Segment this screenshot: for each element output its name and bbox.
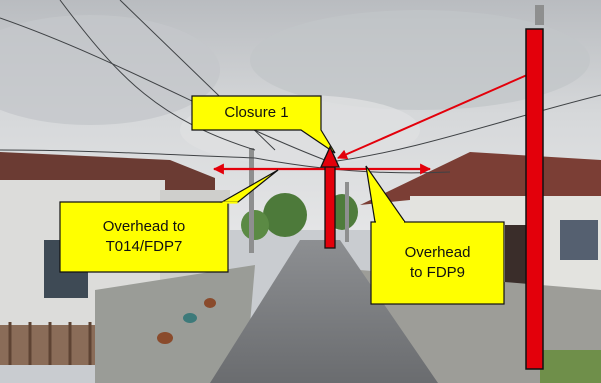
overhead-left-callout-shape — [59, 169, 279, 273]
pole — [535, 5, 544, 25]
left-yard — [95, 265, 255, 383]
tree — [241, 210, 269, 240]
closure-callout-shape — [191, 95, 336, 154]
overhead-right-callout-shape — [370, 221, 505, 305]
closure-marker-icon — [319, 145, 341, 168]
potted-plant — [157, 332, 173, 344]
pole-to-closure-arrow — [337, 74, 528, 159]
left-fence — [0, 325, 95, 365]
right-house-window — [560, 220, 598, 260]
right-lawn — [540, 350, 601, 383]
pole-marker-right — [525, 28, 544, 370]
road — [210, 240, 438, 383]
pole — [345, 182, 349, 242]
cloud — [0, 15, 220, 125]
overhead-right-pointer — [365, 165, 407, 223]
overhead-left-pointer — [219, 169, 279, 203]
pole — [249, 148, 254, 253]
potted-plant — [183, 313, 197, 323]
tree — [263, 193, 307, 237]
pole-marker-center — [324, 157, 336, 249]
potted-plant — [204, 298, 216, 308]
